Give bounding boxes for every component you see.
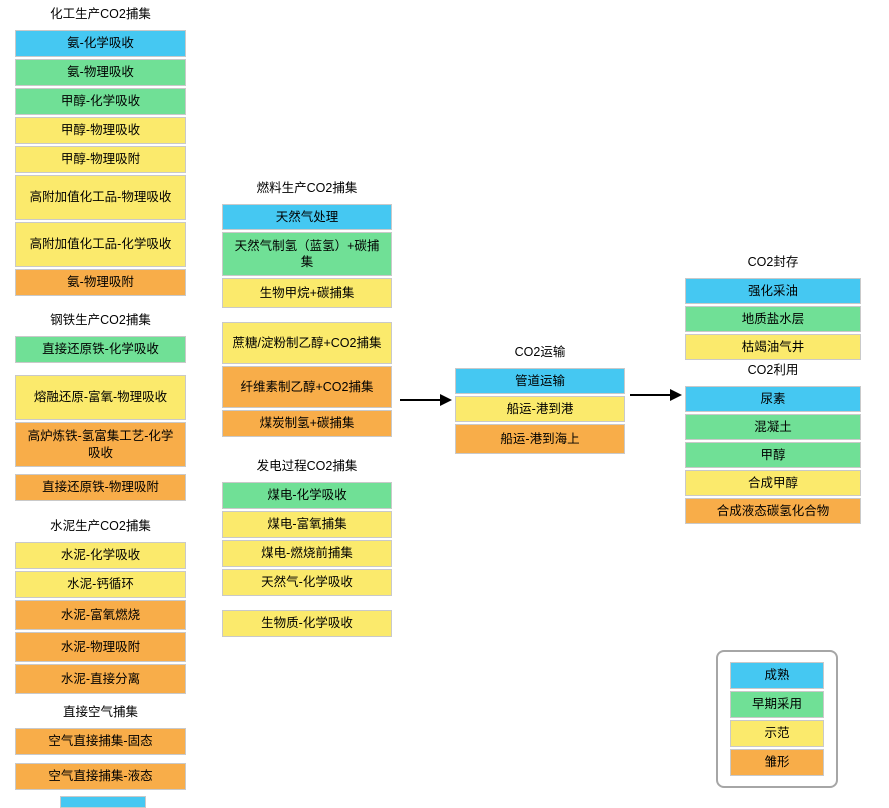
group-title-direct-air-capture: 直接空气捕集 — [62, 705, 138, 719]
legend-item-mature: 成熟 — [730, 662, 824, 689]
tech-box: 高附加值化工品-物理吸收 — [15, 175, 186, 220]
group-stack: 氨-化学吸收氨-物理吸收甲醇-化学吸收甲醇-物理吸收甲醇-物理吸附高附加值化工品… — [15, 30, 186, 296]
tech-box: 水泥-富氧燃烧 — [15, 600, 186, 630]
tech-box: 氨-物理吸附 — [15, 269, 186, 296]
group-stack: 管道运输船运-港到港船运-港到海上 — [455, 368, 625, 454]
tech-box: 煤炭制氢+碳捕集 — [222, 410, 392, 437]
right-arrow-icon — [400, 394, 452, 406]
tech-box: 煤电-富氧捕集 — [222, 511, 392, 538]
group-co2-utilization: CO2利用尿素混凝土甲醇合成甲醇合成液态碳氢化合物 — [685, 362, 861, 524]
tech-box: 天然气处理 — [222, 204, 392, 230]
tech-box: 煤电-化学吸收 — [222, 482, 392, 509]
group-stack: 强化采油地质盐水层枯竭油气井 — [685, 278, 861, 360]
tech-box: 直接还原铁-化学吸收 — [15, 336, 186, 363]
group-fuel-capture: 燃料生产CO2捕集天然气处理天然气制氢（蓝氢）+碳捕集生物甲烷+碳捕集蔗糖/淀粉… — [222, 180, 392, 437]
tech-box: 天然气制氢（蓝氢）+碳捕集 — [222, 232, 392, 276]
legend-item-prototype: 雏形 — [730, 749, 824, 776]
group-stack — [60, 796, 146, 808]
arrow-capture-to-transport — [400, 390, 452, 415]
tech-box: 合成甲醇 — [685, 470, 861, 496]
legend-item-early: 早期采用 — [730, 691, 824, 718]
tech-box: 氨-物理吸收 — [15, 59, 186, 86]
tech-box: 枯竭油气井 — [685, 334, 861, 360]
tech-box: 混凝土 — [685, 414, 861, 440]
group-title-co2-utilization: CO2利用 — [747, 363, 799, 377]
tech-box: 煤电-燃烧前捕集 — [222, 540, 392, 567]
tech-box: 强化采油 — [685, 278, 861, 304]
tech-box: 直接还原铁-物理吸附 — [15, 474, 186, 501]
tech-box: 甲醇 — [685, 442, 861, 468]
tech-box: 合成液态碳氢化合物 — [685, 498, 861, 524]
group-cutoff-box — [60, 796, 146, 808]
group-stack: 尿素混凝土甲醇合成甲醇合成液态碳氢化合物 — [685, 386, 861, 524]
maturity-legend: 成熟早期采用示范雏形 — [716, 650, 838, 788]
group-title-chemical-capture: 化工生产CO2捕集 — [50, 7, 151, 21]
group-stack: 煤电-化学吸收煤电-富氧捕集煤电-燃烧前捕集天然气-化学吸收生物质-化学吸收 — [222, 482, 392, 637]
group-title-co2-storage: CO2封存 — [747, 255, 799, 269]
group-title-power-capture: 发电过程CO2捕集 — [256, 459, 358, 473]
group-co2-storage: CO2封存强化采油地质盐水层枯竭油气井 — [685, 254, 861, 360]
tech-box: 蔗糖/淀粉制乙醇+CO2捕集 — [222, 322, 392, 364]
tech-box: 高炉炼铁-氢富集工艺-化学吸收 — [15, 422, 186, 467]
tech-box: 氨-化学吸收 — [15, 30, 186, 57]
tech-box: 高附加值化工品-化学吸收 — [15, 222, 186, 267]
tech-box — [60, 796, 146, 808]
tech-box: 水泥-化学吸收 — [15, 542, 186, 569]
group-title-steel-capture: 钢铁生产CO2捕集 — [50, 313, 151, 327]
group-cement-capture: 水泥生产CO2捕集水泥-化学吸收水泥-钙循环水泥-富氧燃烧水泥-物理吸附水泥-直… — [15, 518, 186, 694]
tech-box: 船运-港到港 — [455, 396, 625, 422]
tech-box: 甲醇-化学吸收 — [15, 88, 186, 115]
group-stack: 直接还原铁-化学吸收熔融还原-富氧-物理吸收高炉炼铁-氢富集工艺-化学吸收直接还… — [15, 336, 186, 501]
group-co2-transport: CO2运输管道运输船运-港到港船运-港到海上 — [455, 344, 625, 454]
group-steel-capture: 钢铁生产CO2捕集直接还原铁-化学吸收熔融还原-富氧-物理吸收高炉炼铁-氢富集工… — [15, 312, 186, 501]
group-direct-air-capture: 直接空气捕集空气直接捕集-固态空气直接捕集-液态 — [15, 704, 186, 790]
tech-box: 甲醇-物理吸附 — [15, 146, 186, 173]
tech-box: 甲醇-物理吸收 — [15, 117, 186, 144]
tech-box: 尿素 — [685, 386, 861, 412]
tech-box: 生物甲烷+碳捕集 — [222, 278, 392, 308]
group-chemical-capture: 化工生产CO2捕集氨-化学吸收氨-物理吸收甲醇-化学吸收甲醇-物理吸收甲醇-物理… — [15, 6, 186, 296]
tech-box: 空气直接捕集-固态 — [15, 728, 186, 755]
tech-box: 水泥-钙循环 — [15, 571, 186, 598]
tech-box: 管道运输 — [455, 368, 625, 394]
group-title-fuel-capture: 燃料生产CO2捕集 — [256, 181, 358, 195]
tech-box: 天然气-化学吸收 — [222, 569, 392, 596]
group-power-capture: 发电过程CO2捕集煤电-化学吸收煤电-富氧捕集煤电-燃烧前捕集天然气-化学吸收生… — [222, 458, 392, 637]
tech-box: 纤维素制乙醇+CO2捕集 — [222, 366, 392, 408]
group-title-cement-capture: 水泥生产CO2捕集 — [50, 519, 151, 533]
tech-box: 熔融还原-富氧-物理吸收 — [15, 375, 186, 420]
arrow-transport-to-storage — [630, 385, 682, 410]
legend-stack: 成熟早期采用示范雏形 — [730, 662, 824, 776]
tech-box: 空气直接捕集-液态 — [15, 763, 186, 790]
group-stack: 空气直接捕集-固态空气直接捕集-液态 — [15, 728, 186, 790]
group-title-co2-transport: CO2运输 — [514, 345, 566, 359]
right-arrow-icon — [630, 389, 682, 401]
tech-box: 船运-港到海上 — [455, 424, 625, 454]
tech-box: 水泥-直接分离 — [15, 664, 186, 694]
group-stack: 天然气处理天然气制氢（蓝氢）+碳捕集生物甲烷+碳捕集蔗糖/淀粉制乙醇+CO2捕集… — [222, 204, 392, 437]
legend-item-demo: 示范 — [730, 720, 824, 747]
tech-box: 水泥-物理吸附 — [15, 632, 186, 662]
tech-box: 地质盐水层 — [685, 306, 861, 332]
tech-box: 生物质-化学吸收 — [222, 610, 392, 637]
group-stack: 水泥-化学吸收水泥-钙循环水泥-富氧燃烧水泥-物理吸附水泥-直接分离 — [15, 542, 186, 694]
